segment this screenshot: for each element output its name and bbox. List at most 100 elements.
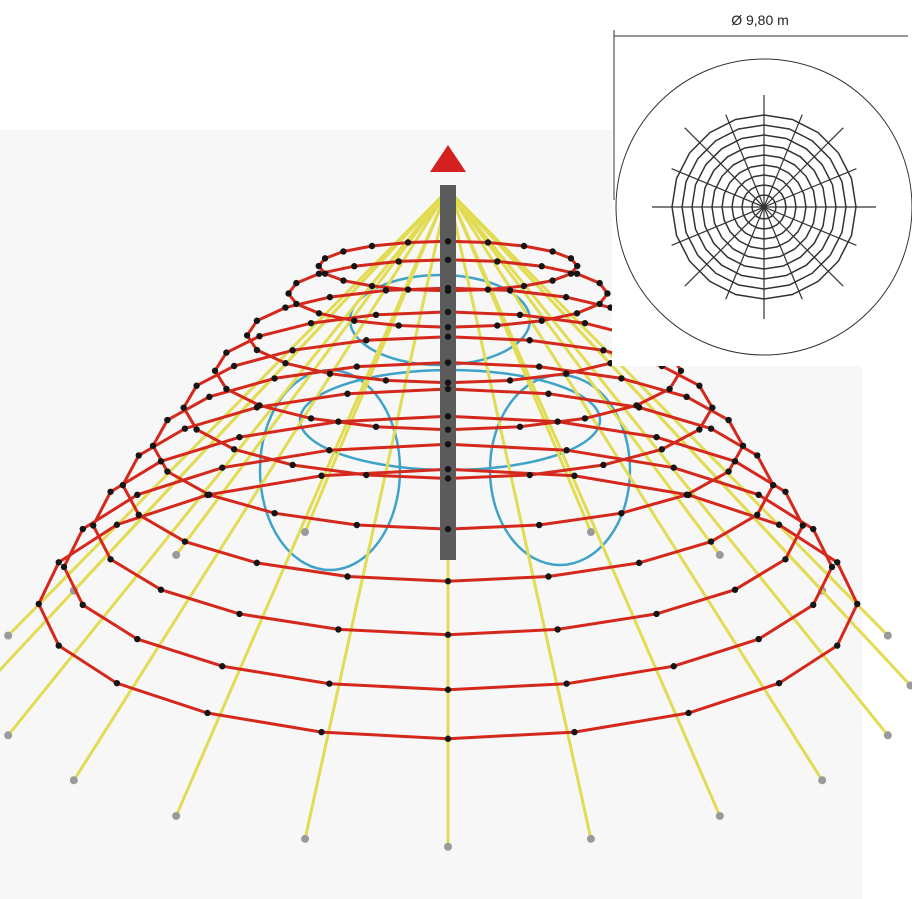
rope-node xyxy=(604,290,611,297)
rope-node xyxy=(289,347,296,354)
rope-node xyxy=(731,586,739,593)
rope-node xyxy=(193,382,200,389)
radial-rope xyxy=(72,188,450,592)
plan-radial xyxy=(725,114,765,208)
rope-node xyxy=(55,559,62,566)
rope-node xyxy=(574,262,581,270)
rope-node xyxy=(282,360,289,367)
rope-node xyxy=(444,323,452,331)
plan-radial xyxy=(763,206,803,300)
rope-node xyxy=(670,464,677,471)
rope-node xyxy=(520,242,528,250)
rope-node xyxy=(363,337,370,344)
radial-rope xyxy=(174,189,450,817)
rope-node xyxy=(353,521,361,529)
rope-node xyxy=(769,481,777,489)
ground-anchor xyxy=(172,550,181,559)
rope-node xyxy=(494,322,501,329)
rope-node xyxy=(755,635,762,643)
ground-anchor xyxy=(715,550,724,559)
rope-node xyxy=(395,258,402,265)
rope-node xyxy=(315,270,323,277)
ground-anchor xyxy=(883,731,892,740)
rope-node xyxy=(666,385,673,393)
rope-node xyxy=(775,521,783,528)
rope-node xyxy=(293,300,300,308)
rope-node xyxy=(600,347,607,354)
rope-node xyxy=(596,300,603,308)
rope-node xyxy=(535,363,543,370)
ground-anchor xyxy=(586,528,595,537)
rope-node xyxy=(526,471,533,479)
rope-node xyxy=(563,680,570,687)
ground-anchor xyxy=(301,834,310,843)
rope-node xyxy=(368,282,376,290)
rope-node xyxy=(484,239,492,246)
rope-node xyxy=(810,525,817,533)
rope-node xyxy=(707,425,715,432)
rope-node xyxy=(321,270,329,277)
mast-cap xyxy=(430,145,466,172)
diameter-label: Ø 9,80 m xyxy=(731,12,789,28)
rope-node xyxy=(854,600,861,608)
rope-node xyxy=(683,393,690,401)
radial-rope xyxy=(6,189,450,737)
rope-node xyxy=(256,332,263,340)
rope-node xyxy=(506,377,514,384)
rope-node xyxy=(289,461,296,469)
rope-node xyxy=(293,279,300,287)
rope-node xyxy=(549,248,556,255)
rope-node xyxy=(444,475,452,482)
radial-rope xyxy=(446,189,593,840)
rope-node xyxy=(754,452,761,459)
rope-node xyxy=(834,559,841,566)
rope-node xyxy=(581,319,589,327)
rope-node xyxy=(181,538,189,545)
rope-node xyxy=(253,346,261,354)
rope-node xyxy=(573,270,581,277)
rope-node xyxy=(444,256,452,263)
rope-node xyxy=(351,263,358,270)
plan-radial xyxy=(763,206,844,287)
ground-anchor xyxy=(4,731,13,740)
rope-node xyxy=(562,293,570,301)
rope-node xyxy=(223,349,230,356)
plan-view-drawing xyxy=(612,30,912,366)
rope-node xyxy=(372,423,380,430)
rope-node xyxy=(696,382,703,389)
rope-node xyxy=(600,461,607,469)
plan-radial xyxy=(671,206,765,246)
rope-node xyxy=(164,468,171,475)
rope-node xyxy=(315,262,322,270)
rope-node xyxy=(382,287,390,294)
ground-anchor xyxy=(301,528,310,537)
rope-node xyxy=(204,709,211,717)
rope-node xyxy=(444,735,452,742)
rope-node xyxy=(382,377,390,384)
radial-rope xyxy=(446,189,722,817)
rope-node xyxy=(725,468,732,475)
rope-node xyxy=(567,270,575,277)
rope-node xyxy=(193,426,200,433)
rope-node xyxy=(754,511,761,519)
rope-node xyxy=(395,322,402,329)
rope-node xyxy=(321,255,329,262)
rope-node xyxy=(581,415,589,422)
rope-node xyxy=(775,679,783,687)
rope-node xyxy=(404,239,412,246)
rope-node xyxy=(107,488,114,495)
rope-node xyxy=(709,404,716,411)
rope-node xyxy=(828,563,836,571)
rope-node xyxy=(404,286,412,293)
rope-node xyxy=(351,317,358,324)
rope-node xyxy=(670,663,677,670)
rope-node xyxy=(731,458,739,465)
ground-anchor xyxy=(172,811,181,820)
rope-node xyxy=(444,379,452,386)
rope-node xyxy=(444,308,452,316)
rope-node xyxy=(484,286,492,293)
rope-node xyxy=(653,433,660,441)
rope-node xyxy=(782,556,789,563)
rope-node xyxy=(707,538,715,545)
